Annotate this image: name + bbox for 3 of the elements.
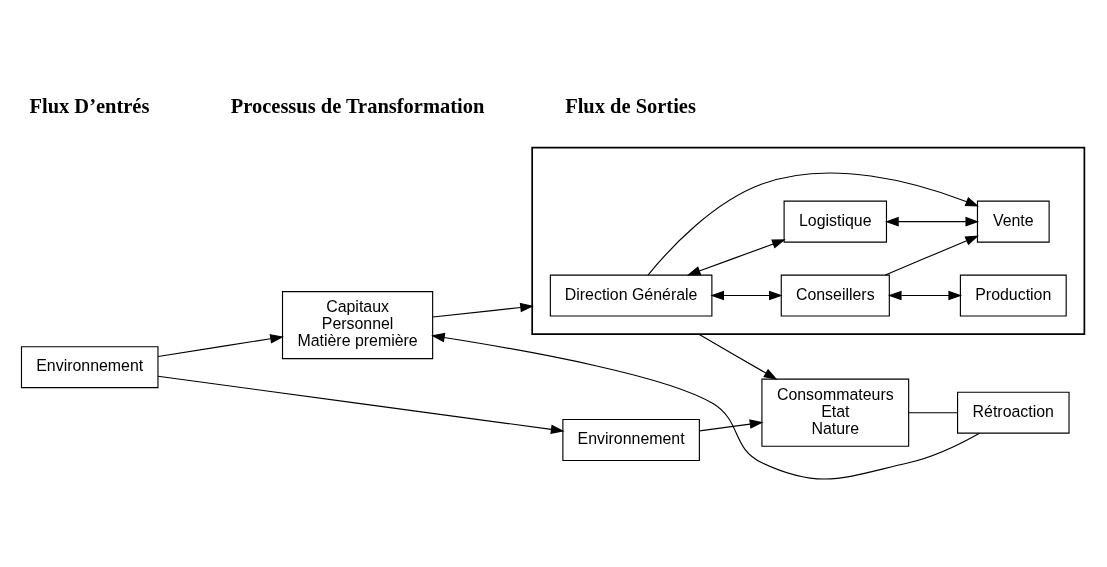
label: Flux de Sorties — [565, 94, 696, 117]
label: Processus de Transformation — [230, 94, 485, 117]
label: Flux D’entrés — [29, 94, 150, 117]
